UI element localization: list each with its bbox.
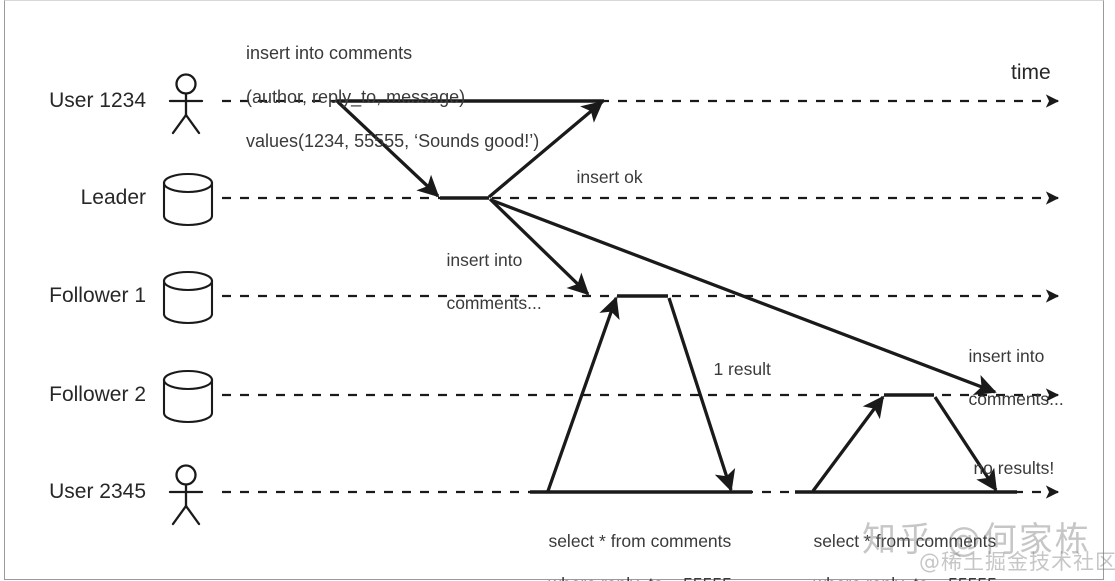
note-insert-sql: insert into comments (author, reply_to, …: [226, 20, 539, 174]
message-arrow-select-follower2: [811, 395, 885, 492]
note-insert-ok-line1: insert ok: [576, 166, 643, 187]
note-one-result-line1: 1 result: [713, 358, 771, 379]
note-no-results-line1: no results!: [973, 457, 1055, 478]
message-arrow-replicate-follower2: [490, 198, 997, 396]
note-one-result: 1 result: [694, 337, 771, 402]
note-insert-sql-line3: values(1234, 55555, ‘Sounds good!’): [246, 131, 540, 151]
lane-label-follower1: Follower 1: [49, 284, 146, 307]
lane-label-follower2: Follower 2: [49, 383, 146, 406]
message-arrow-replicate-follower1: [488, 197, 590, 296]
message-arrow-one-result: [667, 297, 736, 492]
time-axis-label: time: [1011, 61, 1051, 84]
note-replicate-follower1-line2: comments...: [446, 292, 542, 313]
actor-stick-figure-user2345: [168, 464, 204, 526]
note-select-query-1: select * from comments where reply_to = …: [529, 509, 732, 581]
database-cylinder-leader: [162, 172, 214, 227]
note-select-query-1-line1: select * from comments: [548, 530, 732, 551]
note-select-query-1-line2: where reply_to = 55555: [548, 574, 731, 581]
note-replicate-follower2-line1: insert into: [968, 345, 1045, 366]
note-select-query-2: select * from comments where reply_to = …: [794, 509, 997, 581]
note-select-query-2-line2: where reply_to = 55555: [813, 574, 996, 581]
note-select-query-2-line1: select * from comments: [813, 530, 997, 551]
note-insert-sql-line2: (author, reply_to, message): [246, 87, 466, 107]
message-arrow-insert-to-leader: [336, 100, 440, 198]
note-insert-ok: insert ok: [557, 145, 643, 210]
actor-stick-figure-user1234: [168, 73, 204, 135]
note-replicate-follower2-line2: comments...: [968, 388, 1064, 409]
database-cylinder-follower2: [162, 369, 214, 424]
note-replicate-follower2: insert into comments...: [949, 324, 1064, 432]
note-replicate-follower1: insert into comments...: [427, 228, 542, 336]
note-replicate-follower1-line1: insert into: [446, 249, 523, 270]
message-arrow-insert-ok: [487, 100, 604, 199]
message-arrow-select-follower1: [546, 296, 620, 492]
note-no-results: no results!: [954, 436, 1054, 501]
note-insert-sql-line1: insert into comments: [246, 43, 413, 63]
lane-label-user1234: User 1234: [49, 89, 146, 112]
lane-label-user2345: User 2345: [49, 480, 146, 503]
database-cylinder-follower1: [162, 270, 214, 325]
lane-label-leader: Leader: [80, 186, 146, 209]
message-arrow-no-results: [933, 396, 998, 492]
